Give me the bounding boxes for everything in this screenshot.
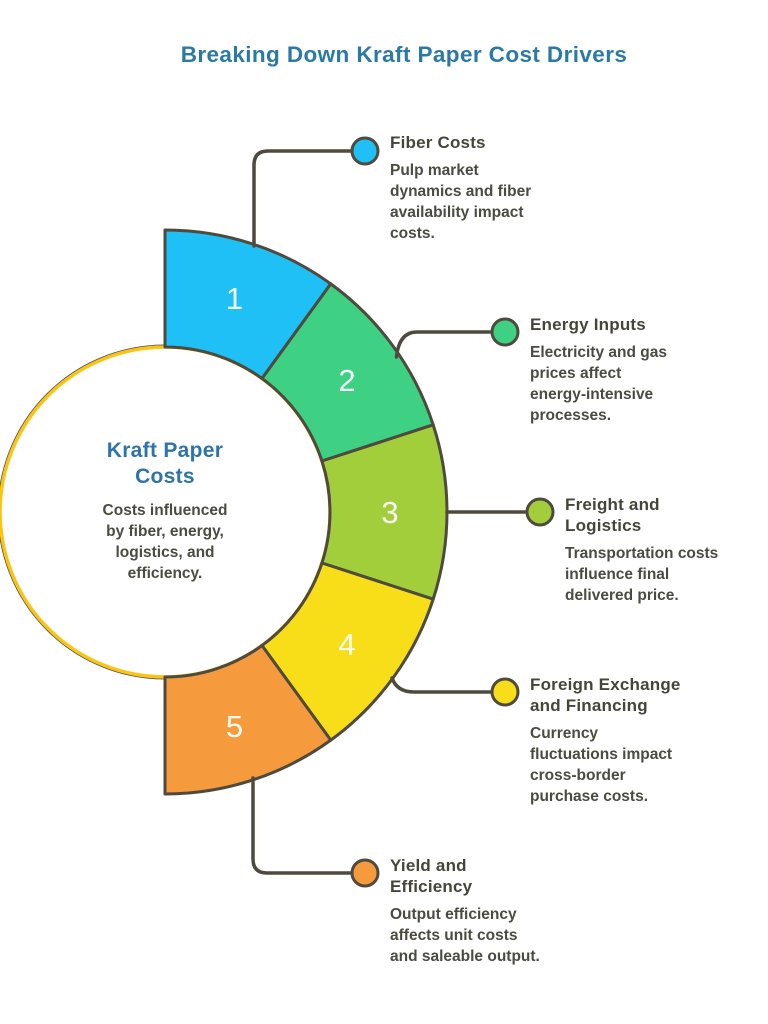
connector-2 bbox=[394, 330, 492, 359]
bullet-5-icon bbox=[350, 858, 380, 888]
item-1-description: Pulp market dynamics and fiber availabil… bbox=[390, 162, 532, 242]
connector-5 bbox=[251, 776, 353, 875]
center-description: Costs influenced by fiber, energy, logis… bbox=[102, 502, 228, 582]
item-4-label: Foreign Exchange and Financing bbox=[530, 675, 681, 715]
bullet-1-icon bbox=[350, 136, 380, 166]
item-2-label: Energy Inputs bbox=[530, 315, 646, 334]
item-5-label: Yield and Efficiency bbox=[390, 856, 473, 896]
segment-number-1: 1 bbox=[226, 281, 243, 316]
segment-number-4: 4 bbox=[338, 627, 355, 662]
item-3-description: Transportation costs influence final del… bbox=[565, 545, 719, 604]
page-title: Breaking Down Kraft Paper Cost Drivers bbox=[180, 42, 628, 67]
item-1-label: Fiber Costs bbox=[390, 133, 486, 152]
item-yield-efficiency: Yield and Efficiency Output efficiency a… bbox=[390, 855, 540, 967]
item-3-label: Freight and Logistics bbox=[565, 495, 660, 535]
center-heading: Kraft Paper Costs bbox=[106, 439, 224, 488]
segment-number-2: 2 bbox=[338, 363, 355, 398]
segment-5-yield-efficiency bbox=[163, 643, 333, 796]
segment-number-3: 3 bbox=[381, 495, 398, 530]
bullet-2-icon bbox=[490, 317, 520, 347]
item-2-description: Electricity and gas prices affect energy… bbox=[530, 344, 667, 424]
item-foreign-exchange: Foreign Exchange and Financing Currency … bbox=[530, 674, 695, 807]
item-energy-inputs: Energy Inputs Electricity and gas prices… bbox=[530, 314, 680, 426]
bullet-4-icon bbox=[490, 677, 520, 707]
connector-1 bbox=[252, 149, 353, 248]
segment-number-5: 5 bbox=[226, 709, 243, 744]
connector-4 bbox=[390, 676, 492, 694]
item-fiber-costs: Fiber Costs Pulp market dynamics and fib… bbox=[390, 132, 540, 244]
bullet-3-icon bbox=[525, 497, 555, 527]
item-5-description: Output efficiency affects unit costs and… bbox=[390, 906, 540, 965]
item-4-description: Currency fluctuations impact cross-borde… bbox=[530, 725, 673, 805]
item-freight-logistics: Freight and Logistics Transportation cos… bbox=[565, 494, 730, 606]
center-label: Kraft Paper Costs Costs influenced by fi… bbox=[35, 438, 295, 584]
